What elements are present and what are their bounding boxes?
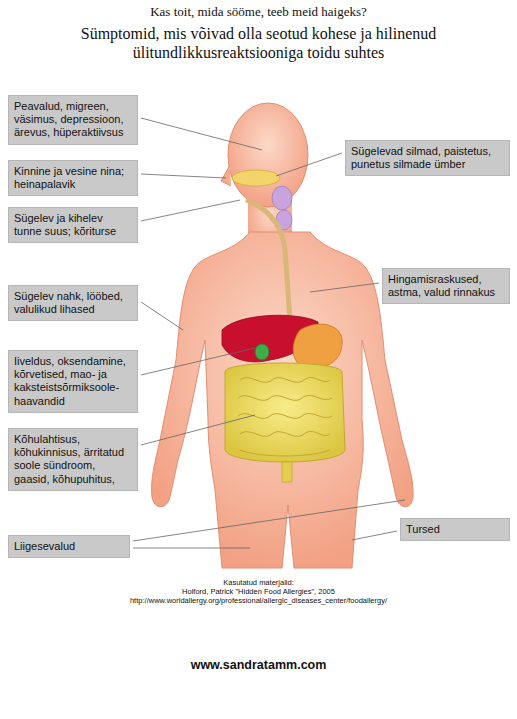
- salivary-gland: [272, 186, 292, 210]
- title: Kas toit, mida sööme, teeb meid haigeks?: [0, 4, 517, 20]
- symptom-text: Sügelevad silmad, paistetus, punetus sil…: [351, 145, 504, 171]
- symptom-text: Hingamisraskused, astma, valud rinnakus: [388, 273, 504, 299]
- symptom-box: Kõhulahtisus, kõhukinnisus, ärritatud so…: [8, 428, 138, 491]
- source-heading: Kasutatud materjalid:: [40, 578, 477, 587]
- stomach: [293, 324, 342, 368]
- symptom-text: Kinnine ja vesine nina; heinapalavik: [14, 165, 132, 191]
- symptom-box: Hingamisraskused, astma, valud rinnakus: [382, 268, 510, 304]
- body-outline: [152, 232, 414, 568]
- symptom-text: Peavalud, migreen, väsimus, depressioon,…: [14, 100, 132, 140]
- website: www.sandratamm.com: [40, 658, 477, 673]
- symptom-box: Kinnine ja vesine nina; heinapalavik: [8, 160, 138, 196]
- intestines: [225, 363, 345, 462]
- symptom-text: Liigesevalud: [14, 540, 124, 553]
- source-reference: Holford, Patrick "Hidden Food Allergies"…: [40, 587, 477, 596]
- sinus: [232, 170, 280, 186]
- symptom-box: Sügelevad silmad, paistetus, punetus sil…: [345, 140, 510, 176]
- symptom-box: Liigesevalud: [8, 535, 130, 558]
- head: [228, 103, 308, 207]
- subtitle: Sümptomid, mis võivad olla seotud kohese…: [20, 24, 497, 62]
- symptom-text: Kõhulahtisus, kõhukinnisus, ärritatud so…: [14, 433, 132, 486]
- symptom-box: Tursed: [400, 518, 510, 541]
- symptom-text: Sügelev ja kihelev tunne suus; kõriturse: [14, 212, 132, 238]
- symptom-box: Iiveldus, oksendamine, kõrvetised, mao- …: [8, 350, 138, 413]
- symptom-box: Sügelev nahk, lööbed, valulikud lihased: [8, 285, 138, 321]
- intestine-loops: [238, 377, 332, 456]
- symptom-box: Sügelev ja kihelev tunne suus; kõriturse: [8, 207, 138, 243]
- source-url: http://www.worldallergy.org/professional…: [20, 596, 497, 605]
- leader-lines: [133, 118, 405, 548]
- rectum: [282, 462, 292, 482]
- gallbladder: [255, 344, 269, 360]
- symptom-text: Tursed: [406, 523, 504, 536]
- symptom-box: Peavalud, migreen, väsimus, depressioon,…: [8, 95, 138, 145]
- nose: [221, 165, 231, 186]
- symptom-text: Iiveldus, oksendamine, kõrvetised, mao- …: [14, 355, 132, 408]
- symptom-text: Sügelev nahk, lööbed, valulikud lihased: [14, 290, 132, 316]
